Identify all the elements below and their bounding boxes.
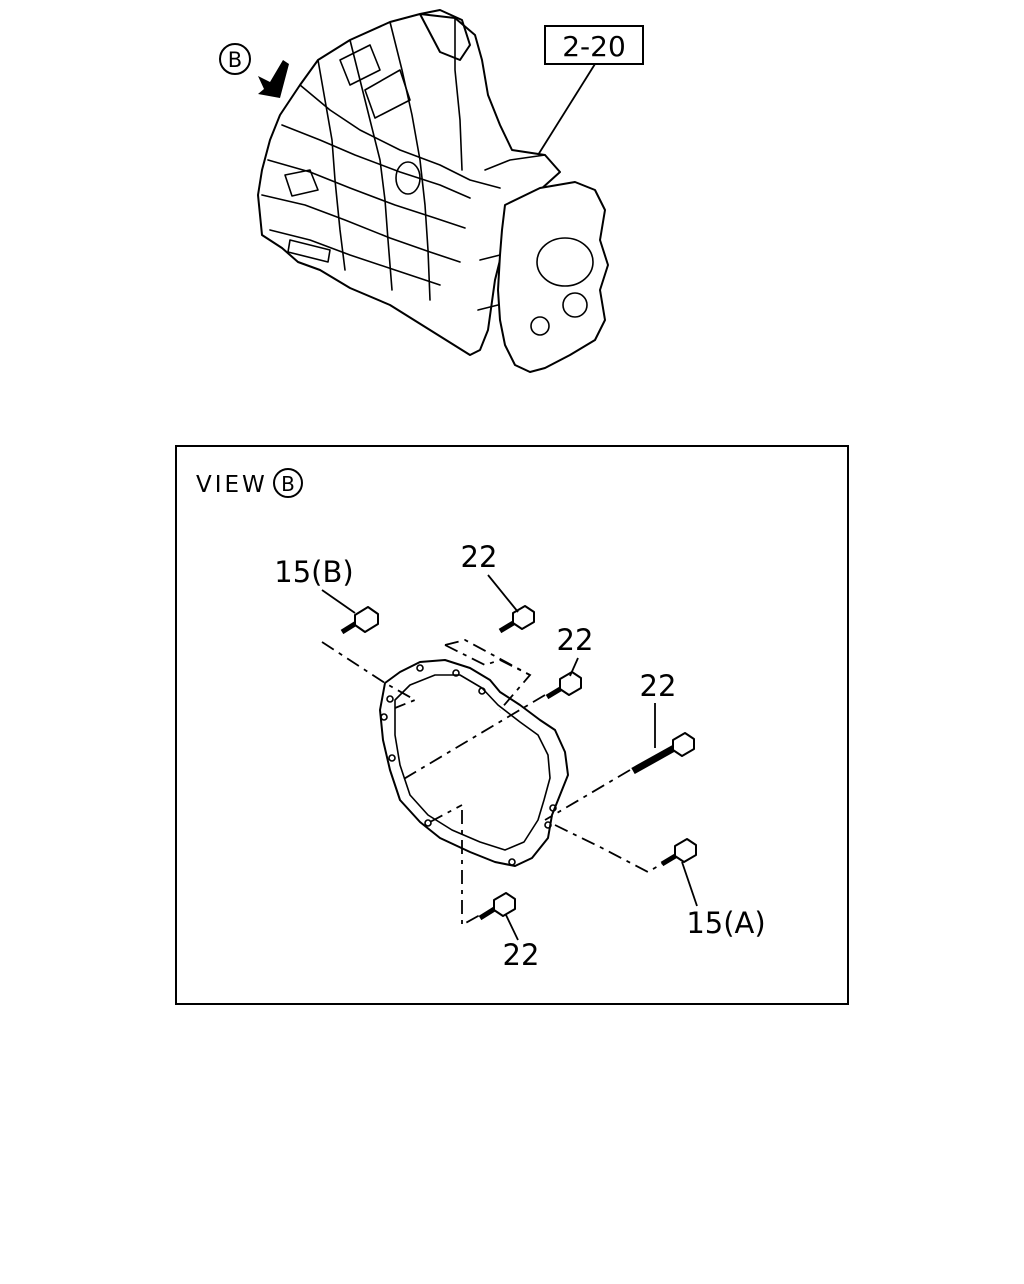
bolt-22-long xyxy=(631,732,695,775)
bolt-22-mid xyxy=(545,671,582,700)
ref-leader-line xyxy=(537,63,596,156)
view-b-frame xyxy=(175,445,849,1005)
view-direction-arrow xyxy=(258,60,289,98)
callout-22-mid: 22 xyxy=(557,623,594,657)
bolt-22-top xyxy=(498,605,535,634)
svg-text:B: B xyxy=(228,48,242,72)
bolt-15a xyxy=(660,838,697,867)
svg-text:B: B xyxy=(281,472,295,496)
callout-15b: 15(B) xyxy=(274,555,353,589)
housing-plate-drawing xyxy=(379,659,569,867)
callout-22-long: 22 xyxy=(640,669,677,703)
callout-15a: 15(A) xyxy=(686,906,765,940)
svg-text:2-20: 2-20 xyxy=(562,30,626,63)
bolt-15b xyxy=(340,606,379,635)
view-b-title: VIEW B xyxy=(196,468,303,498)
callout-leaders xyxy=(321,574,698,941)
assembly-center-lines xyxy=(321,639,666,927)
bolt-22-bottom xyxy=(478,892,516,921)
callout-22-bottom: 22 xyxy=(503,938,540,972)
transmission-assembly-drawing xyxy=(257,9,609,373)
reference-label-2-20: 2-20 xyxy=(544,25,644,65)
callout-22-top: 22 xyxy=(461,540,498,574)
view-b-marker-top: B xyxy=(219,43,251,75)
svg-text:VIEW: VIEW xyxy=(196,472,268,498)
